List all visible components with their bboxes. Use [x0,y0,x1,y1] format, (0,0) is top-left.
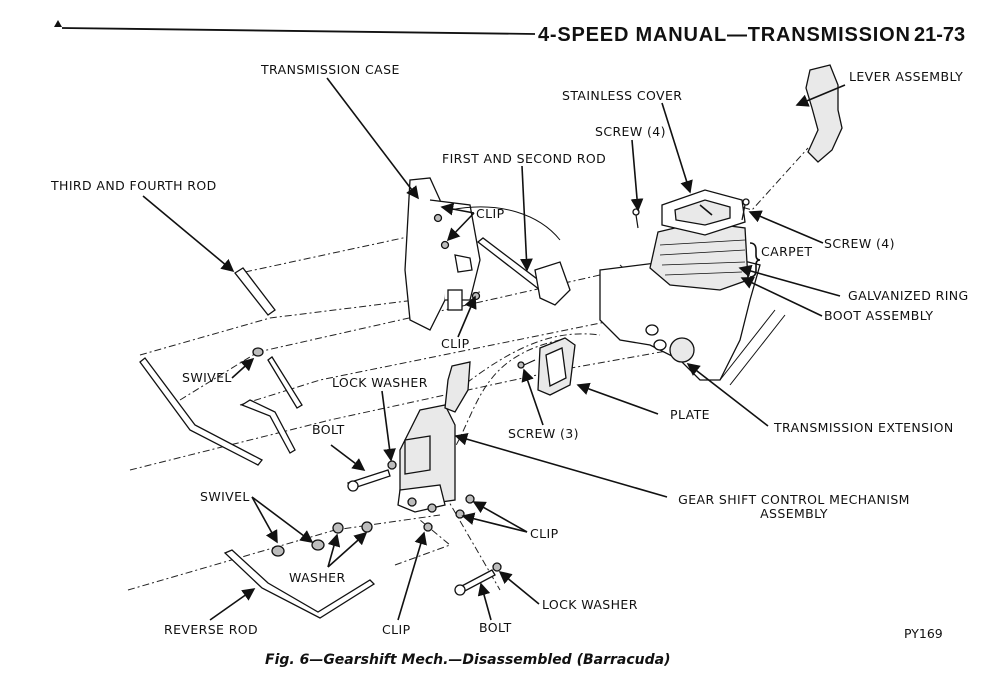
label-first-second-rod: FIRST AND SECOND ROD [442,151,607,166]
label-screw-4-left: SCREW (4) [595,124,666,139]
rods-and-swivels [139,347,376,619]
label-clip-upper: CLIP [476,206,505,221]
label-lock-washer-lower: LOCK WASHER [542,597,638,612]
label-lock-washer-upper: LOCK WASHER [332,375,428,390]
triangle-marker-icon [54,20,62,27]
boot-assembly-part [632,189,750,291]
label-galvanized-ring: GALVANIZED RING [848,288,969,303]
transmission-case-part [404,177,561,331]
label-gear-shift-line1: GEAR SHIFT CONTROL MECHANISM [678,492,910,507]
lever-assembly-part [805,64,843,163]
label-clip-bottom: CLIP [382,622,411,637]
figure-caption: Fig. 6—Gearshift Mech.—Disassembled (Bar… [265,652,671,668]
header-rule [54,20,536,35]
label-washer: WASHER [289,570,346,585]
label-boot-assembly: BOOT ASSEMBLY [824,308,934,323]
label-swivel-lower: SWIVEL [200,489,250,504]
label-third-fourth-rod: THIRD AND FOURTH ROD [51,178,217,193]
leader-lines [142,77,846,621]
page-number: 21-73 [914,24,966,46]
label-lever-assembly: LEVER ASSEMBLY [849,69,964,84]
fasteners [332,359,536,596]
label-screw-4-right: SCREW (4) [824,236,895,251]
label-transmission-extension: TRANSMISSION EXTENSION [774,420,954,435]
gear-shift-mechanism-part [397,361,471,513]
label-gear-shift-line2: ASSEMBLY [760,506,828,521]
label-bolt-upper: BOLT [312,422,345,437]
carpet-brace [749,242,761,278]
label-clip-middle: CLIP [441,336,470,351]
figure-code: PY169 [904,626,943,641]
plate-part [537,337,576,396]
first-second-rod-part [476,237,571,306]
label-plate: PLATE [670,407,710,422]
label-reverse-rod: REVERSE ROD [164,622,259,637]
label-clip-right: CLIP [530,526,559,541]
label-carpet: CARPET [761,244,813,259]
label-bolt-lower: BOLT [479,620,512,635]
label-screw-3: SCREW (3) [508,426,579,441]
label-transmission-case: TRANSMISSION CASE [261,62,400,77]
label-gear-shift-control-mechanism: GEAR SHIFT CONTROL MECHANISM ASSEMBLY [669,493,919,521]
third-fourth-rod-part [234,267,276,316]
label-swivel-upper: SWIVEL [182,370,232,385]
label-stainless-cover: STAINLESS COVER [562,88,683,103]
section-title: 4-SPEED MANUAL—TRANSMISSION [538,24,911,46]
